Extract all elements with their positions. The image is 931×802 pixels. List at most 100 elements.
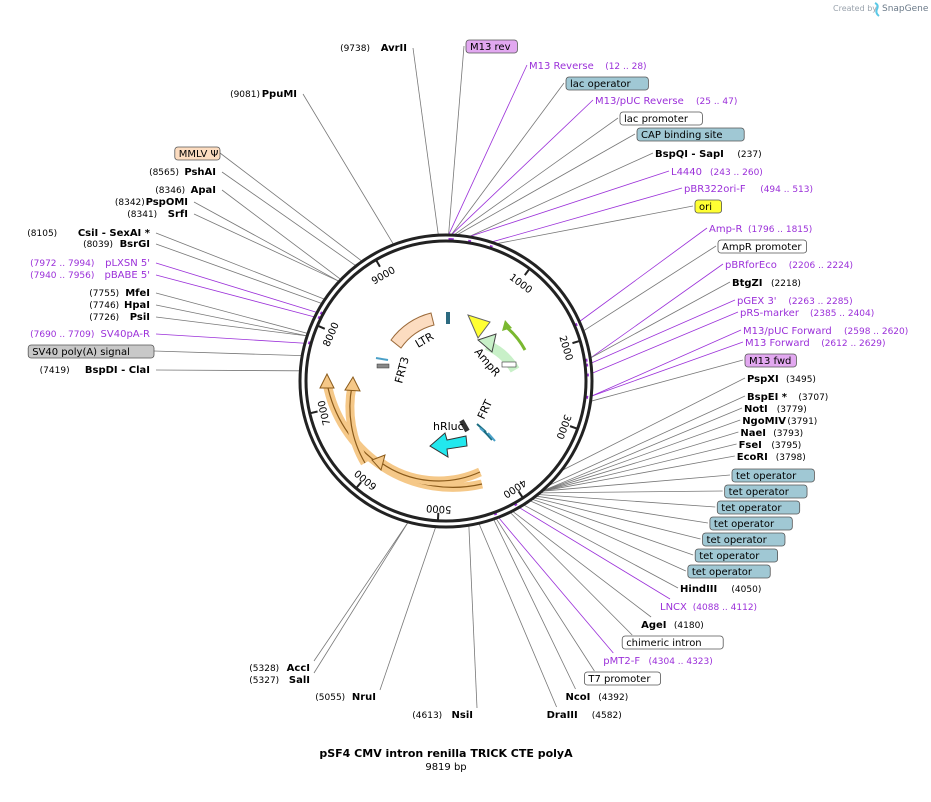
ruler-tick [355, 481, 362, 489]
site-label: pLXSN 5'(7972 .. 7994) [30, 258, 150, 269]
site-leader-line [590, 281, 731, 359]
site-label: pBRforEco(2206 .. 2224) [725, 260, 853, 271]
site-position: (8341) [127, 210, 157, 220]
site-label: NruI(5055) [315, 692, 376, 703]
site-leader-line [221, 189, 342, 280]
site-position: (12 .. 28) [605, 62, 646, 72]
site-label: pGEX 3'(2263 .. 2285) [737, 296, 853, 307]
ruler-tick [317, 324, 326, 330]
site-leader-line [448, 45, 465, 236]
site-label: pMT2-F(4304 .. 4323) [603, 656, 712, 667]
snapgene-brand: Created by SnapGene [833, 2, 929, 17]
site-label: lac operator [565, 76, 649, 91]
feature-box [731, 468, 815, 483]
ruler-tick [569, 425, 578, 430]
site-position: (2385 .. 2404) [810, 309, 874, 319]
primer-binding-mark [574, 322, 578, 327]
site-leader-line [541, 474, 731, 492]
enzyme-name: AccI [287, 663, 310, 674]
ruler-tick-label: 1000 [507, 272, 534, 296]
site-label: EcoRI (3798) [737, 452, 806, 463]
ampr-promoter-mark [501, 361, 517, 368]
site-label: SrfI(8341) [127, 209, 188, 220]
site-label: AvrII(9738) [340, 43, 407, 54]
site-label: M13 Forward(2612 .. 2629) [745, 338, 885, 349]
site-leader-line [541, 407, 743, 492]
site-position: (2612 .. 2629) [821, 339, 885, 349]
primer-leader-line [450, 99, 594, 236]
orf-arc-mid [345, 385, 369, 466]
ltr-feature [390, 312, 435, 349]
site-leader-line [453, 117, 619, 236]
site-leader-line [541, 443, 737, 492]
site-position: (7746) [89, 301, 119, 311]
feature-box-label: M13 rev [470, 42, 511, 53]
site-leader-line [155, 369, 301, 372]
site-leader-line [468, 525, 478, 709]
site-position: (4088 .. 4112) [693, 603, 757, 613]
primer-binding-mark [493, 512, 498, 516]
primer-leader-line [498, 517, 614, 654]
enzyme-name: DraIII [547, 710, 578, 721]
enzyme-name: PshAI [184, 167, 216, 178]
orf-arrow-head-1 [319, 372, 335, 389]
site-label: lac promoter [619, 111, 703, 126]
site-label: M13 rev [465, 39, 518, 54]
primer-leader-line [591, 311, 739, 374]
site-leader-line [221, 171, 357, 267]
ruler-tick [572, 339, 581, 345]
enzyme-name: BspDI - ClaI [85, 365, 150, 376]
site-leader-line [535, 495, 708, 524]
site-label: BspQI - SapI(237) [655, 149, 762, 160]
site-label: tet operator [724, 484, 808, 499]
ruler-tick-label: 2000 [556, 335, 574, 363]
site-label: BspEI *(3707) [747, 392, 828, 403]
site-leader-line [529, 500, 687, 572]
site-label: Amp-R(1796 .. 1815) [709, 224, 812, 235]
site-leader-line [495, 205, 694, 245]
site-label: tet operator [709, 516, 793, 531]
frt-label: FRT [475, 397, 495, 421]
site-position: (7726) [89, 313, 119, 323]
orf-arrow-head-2 [344, 375, 361, 392]
site-leader-line [468, 152, 654, 238]
primer-leader-line [491, 187, 683, 243]
feature-box-label: AmpR promoter [722, 242, 802, 253]
site-position: (8342) [115, 198, 145, 208]
site-leader-line [219, 152, 363, 262]
site-leader-line [155, 232, 326, 300]
primer-name: M13 Reverse [529, 61, 594, 72]
feature-box [174, 146, 221, 161]
primer-name: pBABE 5' [104, 270, 150, 281]
site-label: SalI(5327) [249, 675, 310, 686]
site-position: (3798) [776, 453, 806, 463]
site-label: SV40 poly(A) signal [27, 344, 155, 359]
site-label: AmpR promoter [717, 239, 807, 254]
ruler-tick [309, 410, 318, 415]
primer-name: L4440 [671, 167, 702, 178]
site-leader-line [541, 419, 741, 492]
site-label: M13 fwd [744, 353, 797, 368]
ori-arrow [467, 314, 491, 339]
site-label: tet operator [702, 532, 786, 547]
primer-leader-line [518, 507, 671, 600]
feature-box [27, 344, 155, 359]
feature-box-label: tet operator [721, 503, 782, 514]
feature-box-label: tet operator [714, 519, 775, 530]
enzyme-name: NaeI [740, 428, 766, 439]
feature-box-label: MMLV Ψ [179, 149, 219, 160]
site-label: NaeI(3793) [740, 428, 803, 439]
site-label: chimeric intron [621, 635, 724, 650]
enzyme-name: PspOMI [146, 197, 188, 208]
site-label: ApaI(8346) [155, 185, 216, 196]
enzyme-name: EcoRI [737, 452, 768, 463]
primer-leader-line [448, 64, 528, 236]
feature-box [565, 76, 649, 91]
primer-name: pBRforEco [725, 260, 777, 271]
site-label: AgeI(4180) [641, 620, 704, 631]
site-leader-line [509, 511, 633, 636]
site-position: (8039) [83, 240, 113, 250]
plasmid-title-block: pSF4 CMV intron renilla TRICK CTE polyA … [319, 747, 573, 773]
plasmid-name: pSF4 CMV intron renilla TRICK CTE polyA [319, 747, 573, 760]
